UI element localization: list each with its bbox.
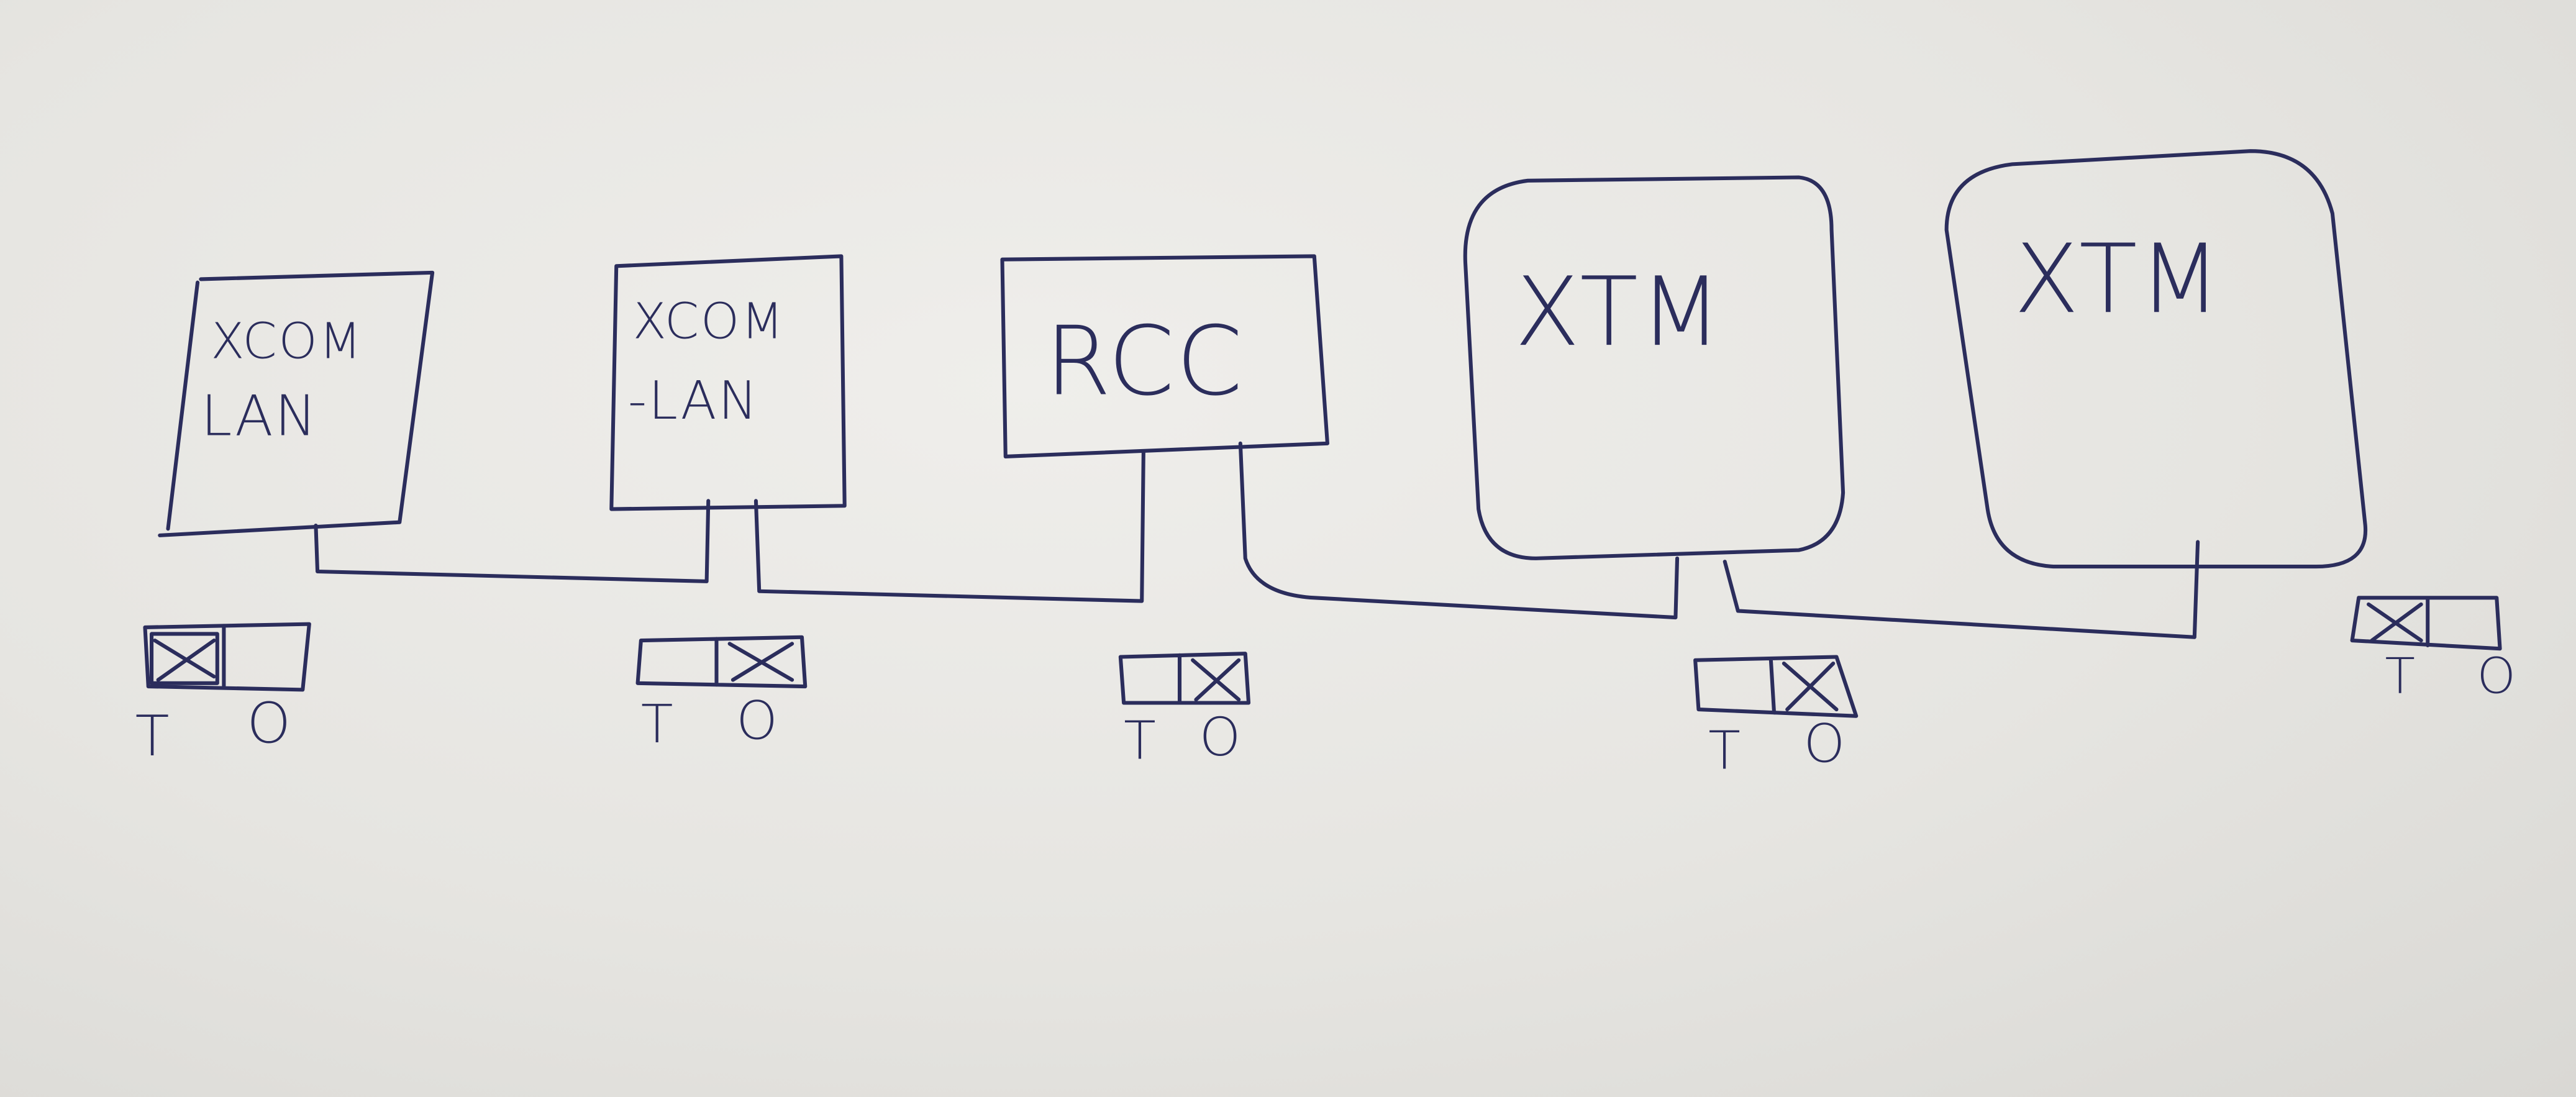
device-label: LAN [201,385,318,449]
device-label: XTM [1514,257,1723,368]
link-xcom2-rcc [753,449,1145,603]
switch-label-t: T [641,693,675,755]
switch-3[interactable]: T O [1118,652,1251,771]
switch-label-o: O [1804,713,1847,775]
switch-label-o: O [247,691,292,756]
switch-4[interactable]: T O [1693,655,1859,781]
switch-label-t: T [1124,709,1157,771]
device-label: XTM [2014,224,2223,335]
switch-label-t: T [2385,647,2417,705]
device-label: -LAN [628,370,759,431]
device-box-xtm-1 [1463,175,1846,560]
switch-label-t: T [1708,719,1742,781]
device-box-xcom-lan-1 [158,270,435,537]
device-box-xtm-2 [1944,149,2368,569]
device-box-xcom-lan-2 [609,254,847,511]
link-rcc-xtm1 [1238,441,1680,620]
switch-label-o: O [2477,647,2518,705]
link-xtm1-xtm2 [1723,540,2200,639]
device-label: XCOM [633,293,785,350]
link-xcom1-xcom2 [314,499,711,583]
x-mark-icon [150,632,219,685]
switch-1[interactable]: T O [135,622,311,769]
switch-label-t: T [135,704,171,769]
switch-5[interactable]: T O [2350,596,2518,705]
switch-2[interactable]: T O [635,635,808,755]
x-mark-icon [727,642,794,682]
device-box-rcc [1000,254,1329,458]
device-label: XCOM [211,312,363,370]
x-mark-icon [2367,602,2423,643]
x-mark-icon [1782,662,1839,712]
switch-label-o: O [1199,706,1242,768]
x-mark-icon [1191,658,1241,702]
switch-label-o: O [736,690,779,752]
device-label: RCC [1045,306,1244,417]
